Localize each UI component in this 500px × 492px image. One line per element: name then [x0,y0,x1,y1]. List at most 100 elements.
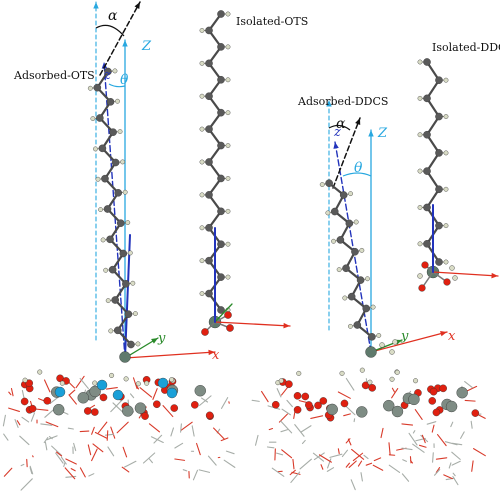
angle-alpha-right: α [336,116,346,132]
silica-surface-right [251,367,486,491]
hydrogen-atom [413,378,419,384]
si-o-bond [8,407,20,412]
oxygen-atom [340,399,349,408]
si-o-bond [124,460,137,468]
silicon-atom [445,400,458,413]
z-chain-axis-head [333,142,339,149]
x-axis-arrow [432,271,499,277]
carbon-atom [205,223,213,232]
si-o-bond [21,416,30,423]
hydrogen-atom [443,77,449,83]
si-o-bond [70,468,76,472]
z-chain-axis [334,141,372,353]
label-adsorbed-ots: Adsorbed-OTS [13,69,95,82]
si-o-bond [40,423,53,426]
hydrogen-atom [199,192,205,198]
hydrogen-atom [389,349,395,355]
si-o-bond [223,459,236,468]
hydrogen-atom [225,241,231,247]
silicon-atom [356,406,368,418]
carbon-atom [113,326,122,335]
x-axis-arrow-head [283,322,290,329]
si-o-bond [431,424,435,433]
si-o-bond [196,442,201,456]
silicon-atom [391,405,404,418]
carbon-atom [116,219,125,227]
carbon-atom [109,128,117,136]
molecular-axis [99,1,141,76]
hydrogen-atom [417,205,423,210]
si-o-bond [452,475,459,486]
oxygen-atom [25,379,33,387]
si-o-bond [451,460,461,466]
carbon-atom [114,189,123,197]
hydrogen-atom [199,28,205,33]
carbon-atom [96,114,104,122]
si-o-bond [401,447,413,451]
carbon-atom [362,304,371,313]
hydrogen-atom [59,380,65,386]
carbon-atom [217,108,225,117]
si-o-bond [16,420,21,426]
carbon-atom [217,306,225,314]
si-o-bond [30,412,36,422]
oxygen-atom [83,407,92,415]
si-o-bond [412,443,425,453]
si-o-bond [286,399,293,408]
si-o-bond [104,433,115,436]
axis-label-y-left: y [157,331,166,346]
carbon-atom [330,207,339,216]
silicon-atom [52,403,65,416]
si-o-bond [150,436,164,444]
hydrogen-atom [443,223,449,229]
hydrogen-atom [367,379,373,385]
hydrogen-atom [98,207,103,212]
Z-ref-dashed-head [93,2,99,9]
oxygen-atom [305,401,313,409]
silicon-atom [134,402,147,414]
oxygen-atom [43,397,52,405]
x-axis-arrow [214,321,291,327]
oxygen-atom [20,397,29,406]
si-o-bond [444,441,458,446]
si-o-bond [182,469,188,472]
hydrogen-atom [225,176,231,181]
oxygen-atom [428,397,437,405]
si-o-bond [313,452,325,461]
hydrogen-atom [417,59,423,65]
hydrogen-atom [199,126,205,132]
si-o-bond [271,467,285,477]
isolated-ots-molecule [199,10,291,336]
carbon-atom [347,292,356,301]
hydrogen-atom [103,267,109,273]
label-adsorbed-ddcs: Adsorbed-DDCS [297,95,388,108]
oxygen-atom [99,393,108,402]
si-o-bond [14,419,19,428]
carbon-atom [217,240,225,249]
si-o-bond [79,430,90,433]
si-o-bond [45,421,59,428]
si-o-bond [19,435,30,446]
axis-label-y-right: y [400,329,409,344]
carbon-atom [435,185,443,194]
si-o-bond [68,394,77,405]
hydrogen-atom [22,377,28,383]
si-o-bond [55,451,63,457]
hydrogen-atom [359,247,365,253]
carbon-atom [217,43,225,51]
si-o-bond [191,425,195,437]
cyan-atom [54,386,66,398]
si-o-bond [402,459,408,462]
cyan-atom [96,379,108,391]
carbon-atom [205,125,213,133]
label-isolated-ots: Isolated-OTS [236,15,308,28]
carbon-atom [435,112,443,121]
oxygen-atom [205,411,214,420]
hydrogen-atom [379,342,385,348]
si-o-bond [470,420,473,429]
oxygen-atom [153,400,161,409]
hydrogen-atom [389,376,395,382]
x-axis-arrow [124,351,216,359]
si-o-bond [180,421,193,431]
